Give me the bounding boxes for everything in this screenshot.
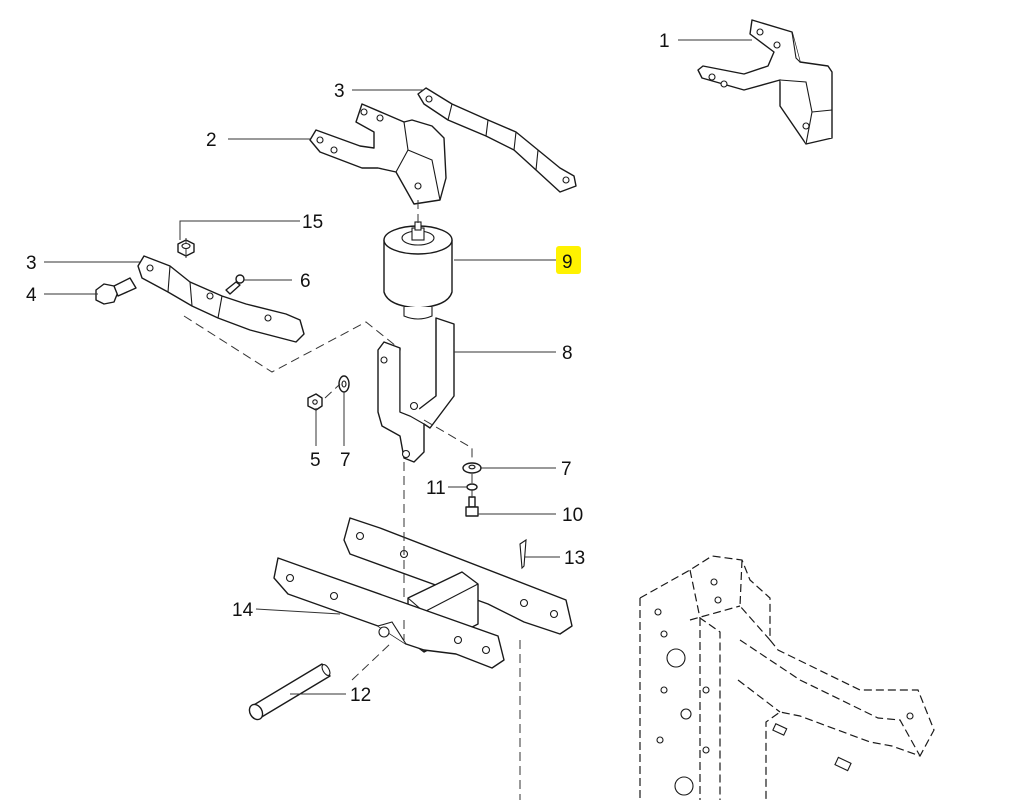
callout-14: 14 [232,600,254,621]
part-5-nut [307,393,323,411]
callout-15: 15 [302,212,323,233]
callout-7-left: 7 [340,450,351,471]
frame-ghost [639,555,935,800]
part-4-bolt [95,277,137,305]
leader-lines [44,39,752,695]
callout-10: 10 [562,505,583,526]
callout-5: 5 [310,450,321,471]
part-8-mount [377,317,455,463]
callout-3-upper: 3 [334,81,345,102]
part-7-washer-left [338,375,350,393]
part-2-bracket [309,103,447,205]
callout-12: 12 [350,685,371,706]
callout-labels: 1 2 3 3 4 5 6 7 7 8 9 10 11 12 13 14 15 [26,31,670,706]
part-12-pin [248,663,331,721]
callout-9-highlight [556,246,581,274]
part-10-bolt [465,496,479,517]
part-3-upper-plate [417,87,577,193]
callout-13: 13 [564,548,585,569]
callout-7-right: 7 [561,459,572,480]
callout-1: 1 [659,31,670,52]
callout-4: 4 [26,285,37,306]
callout-9: 9 [562,252,573,273]
part-1-bracket [697,19,833,145]
part-9-bushing [383,221,453,320]
callout-11: 11 [426,478,446,499]
callout-2: 2 [206,130,217,151]
callout-3-left: 3 [26,253,37,274]
callout-6: 6 [300,271,311,292]
part-14-crossmember [273,517,573,669]
part-3-left-plate [137,255,305,343]
part-6-pin [225,274,245,295]
callout-8: 8 [562,343,573,364]
assembly-guides [183,200,521,800]
part-11-lockwasher [466,483,478,491]
part-7-washer-right [462,462,482,474]
part-13-cotter-pin [519,538,527,570]
